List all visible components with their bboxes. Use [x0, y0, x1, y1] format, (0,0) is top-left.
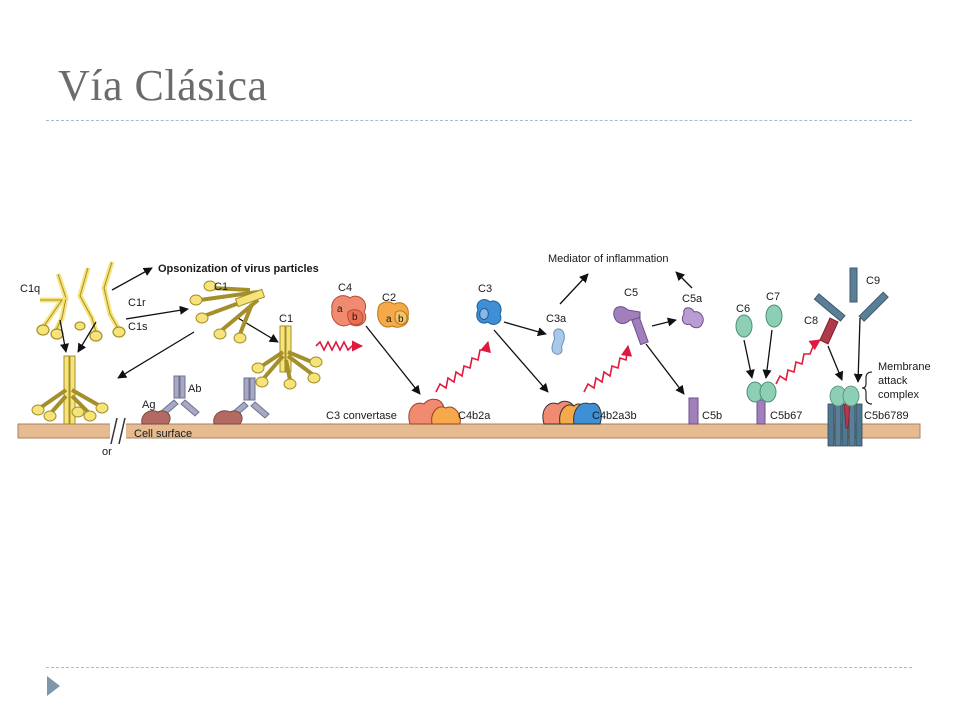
- label-c4: C4: [338, 282, 352, 294]
- label-mac-1: Membrane: [878, 361, 931, 373]
- label-c6: C6: [736, 303, 750, 315]
- label-c5b67: C5b67: [770, 410, 802, 422]
- label-or: or: [102, 446, 112, 458]
- c2-molecule: [377, 301, 409, 328]
- label-c2: C2: [382, 292, 396, 304]
- c5-arrows: [645, 271, 693, 395]
- c1-complex-top: [189, 280, 266, 344]
- label-mediator: Mediator of inflammation: [548, 253, 668, 265]
- label-ab: Ab: [188, 383, 201, 395]
- c6-c7-arrows: [743, 329, 773, 379]
- label-c4-a: a: [337, 304, 343, 315]
- c1-complex-bound: [251, 325, 323, 390]
- title-divider: [46, 120, 912, 121]
- label-c4-b: b: [352, 312, 358, 323]
- label-ag: Ag: [142, 399, 155, 411]
- label-c3a: C3a: [546, 313, 567, 325]
- label-c1-right: C1: [279, 313, 293, 325]
- slide-title: Vía Clásica: [58, 61, 268, 110]
- cell-membrane: [17, 417, 921, 445]
- label-opsonization: Opsonization of virus particles: [158, 263, 319, 275]
- c5a-molecule: [681, 307, 704, 329]
- c8-c9-arrows: [827, 317, 863, 383]
- c4b2a-complex: [408, 398, 461, 425]
- label-mac-2: attack: [878, 375, 908, 387]
- c3-molecule: [476, 299, 502, 325]
- c3-arrows: [493, 273, 589, 393]
- c4-molecule: [331, 295, 367, 327]
- c7-molecule: [765, 304, 783, 328]
- label-c1q: C1q: [20, 283, 40, 295]
- mac-complex: [827, 385, 863, 447]
- label-c8: C8: [804, 315, 818, 327]
- label-c5b: C5b: [702, 410, 722, 422]
- label-c5: C5: [624, 287, 638, 299]
- label-c7: C7: [766, 291, 780, 303]
- bullet-arrow-icon: [47, 676, 60, 696]
- label-c4b2a3b: C4b2a3b: [592, 410, 637, 422]
- label-c2-b: b: [398, 314, 404, 325]
- c4b2a3b-complex: [542, 400, 602, 425]
- mac-brace: [861, 371, 873, 405]
- c1q-molecule: [36, 261, 126, 342]
- antigen-left: [141, 410, 171, 425]
- label-c3-convertase: C3 convertase: [326, 410, 397, 422]
- label-c9: C9: [866, 275, 880, 287]
- footer-divider: [46, 667, 912, 668]
- label-c1s: C1s: [128, 321, 148, 333]
- label-c2-a: a: [386, 314, 392, 325]
- label-cell-surface: Cell surface: [134, 428, 192, 440]
- c8-molecule: [819, 317, 839, 345]
- label-c4b2a: C4b2a: [458, 410, 491, 422]
- c4-c2-arrow: [365, 325, 421, 395]
- label-c1r: C1r: [128, 297, 146, 309]
- label-c5b6789: C5b6789: [864, 410, 909, 422]
- c3a-molecule: [551, 328, 565, 355]
- c9-molecules: [813, 267, 889, 322]
- antibody-left: [159, 375, 200, 417]
- label-c3: C3: [478, 283, 492, 295]
- antigen-right: [213, 410, 243, 425]
- label-c5a: C5a: [682, 293, 703, 305]
- label-mac-3: complex: [878, 389, 919, 401]
- c5b67-complex: [746, 381, 777, 425]
- activation-zigzags: [315, 339, 821, 393]
- label-c1-top: C1: [214, 281, 228, 293]
- c5b-molecule: [688, 397, 699, 425]
- c5-molecule: [613, 306, 649, 346]
- c6-molecule: [735, 314, 753, 338]
- c1q-bound-molecule: [31, 355, 109, 425]
